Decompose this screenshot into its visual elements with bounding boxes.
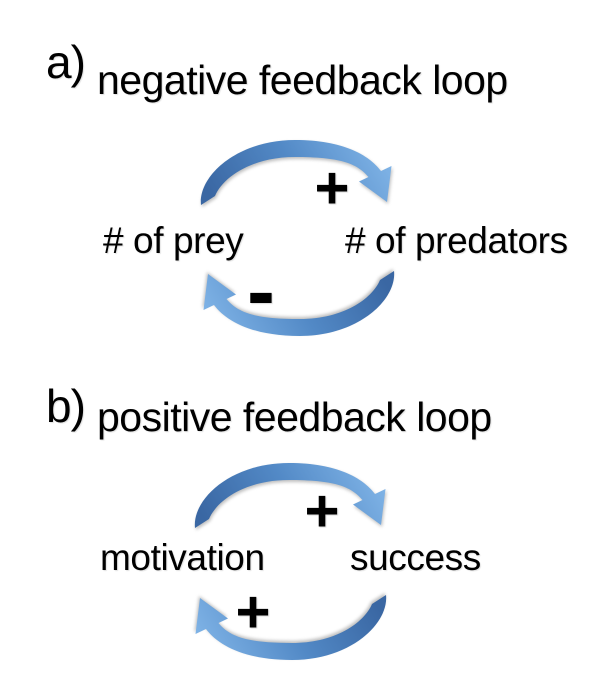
diagram-b-left-node: motivation (100, 537, 265, 578)
diagram-b-bottom-sign: + (235, 578, 271, 646)
diagram-a-label: a) (46, 36, 86, 88)
diagram-a-left-node: # of prey (103, 220, 244, 261)
diagram-b-label: b) (46, 380, 86, 432)
diagram-a-right-node: # of predators (345, 220, 568, 261)
diagram-b-top-sign: + (304, 477, 340, 545)
diagram-a-title: negative feedback loop (97, 57, 508, 103)
diagram-a-bottom-arrow-icon (203, 271, 395, 336)
diagram-a-top-sign: + (314, 154, 350, 222)
diagram-b-bottom-arrow-icon (195, 595, 387, 660)
diagram-b-right-node: success (350, 537, 481, 578)
diagram-a-bottom-sign: - (247, 243, 275, 338)
diagram-b-top-arrow-icon (194, 463, 386, 528)
diagram-a-top-arrow-icon (200, 140, 392, 205)
diagram-b-title: positive feedback loop (97, 394, 492, 440)
